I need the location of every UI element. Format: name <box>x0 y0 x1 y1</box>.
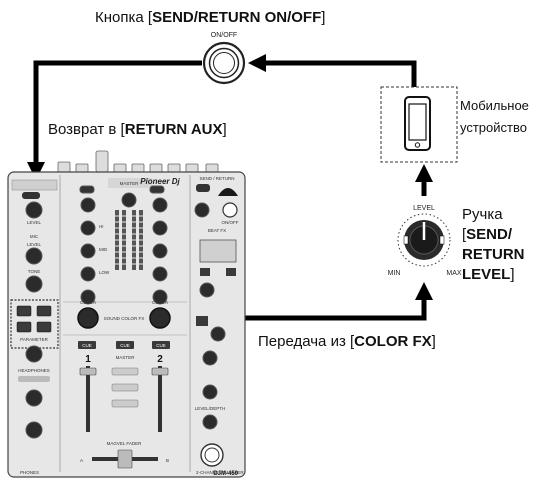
channel-1-number: 1 <box>85 354 91 365</box>
ch1-hi-label: HI <box>99 224 104 229</box>
mic-tone-label: TONE <box>28 269 40 274</box>
beat-fx-label: BEAT FX <box>208 228 226 233</box>
onoff-button[interactable] <box>202 41 246 85</box>
onoff-button-label: Кнопка [SEND/RETURN ON/OFF] <box>95 9 326 26</box>
crossfader-a-label: A <box>80 458 83 463</box>
color-knob-ch2[interactable] <box>149 307 171 329</box>
send-return-section-label: SEND / RETURN <box>199 176 234 181</box>
ch1-mid-label: MID <box>99 247 108 252</box>
arrow-colorfx-to-knob <box>170 282 433 321</box>
send-return-level-knob-label: Ручка [SEND/ RETURN LEVEL] <box>462 206 525 283</box>
mobile-device-label: Мобильное устройство <box>460 98 529 135</box>
djm-450-mixer: LEVEL MIC LEVEL TONE PARAMETER HEADPHONE… <box>7 150 246 478</box>
magvel-fader-label: MAGVEL FADER <box>107 441 143 446</box>
return-aux-label: Возврат в [RETURN AUX] <box>48 121 227 138</box>
knob-min-label: MIN <box>388 270 401 277</box>
arrow-onoff-to-return-aux <box>27 60 202 180</box>
headphones-label: HEADPHONES <box>18 368 50 373</box>
color-label-ch2: COLOR <box>152 300 169 305</box>
arrow-mobile-to-onoff <box>248 54 417 87</box>
model-label: DJM-450 <box>213 471 238 477</box>
sound-color-fx-label: SOUND COLOR FX <box>104 316 145 321</box>
crossfader-knob[interactable] <box>117 449 133 469</box>
ch1-low-label: LOW <box>99 270 110 275</box>
mic-label: MIC <box>30 234 39 239</box>
knob-level-label: LEVEL <box>413 205 435 212</box>
send-return-level-knob[interactable] <box>397 213 451 267</box>
cue-label-ch1: CUE <box>82 343 92 348</box>
master-label-top: MASTER <box>120 181 140 186</box>
phones-label: PHONES <box>20 470 39 475</box>
aux-level-label: LEVEL <box>27 220 42 225</box>
mixer-onoff-label: ON/OFF <box>222 220 239 225</box>
onoff-small-label: ON/OFF <box>211 32 237 39</box>
channel-2-number: 2 <box>157 354 163 365</box>
level-depth-label: LEVEL/DEPTH <box>195 406 226 411</box>
crossfader-b-label: B <box>166 458 169 463</box>
parameter-label: PARAMETER <box>20 337 48 342</box>
arrow-knob-to-mobile <box>415 164 433 196</box>
mixer-subtitle: 2-CHANNEL DJ MIXER <box>196 470 244 475</box>
cue-label-ch2: CUE <box>156 343 166 348</box>
master-label-mid: MASTER <box>116 355 136 360</box>
color-fx-send-label: Передача из [COLOR FX] <box>258 333 436 350</box>
color-label-ch1: COLOR <box>80 300 97 305</box>
mobile-device <box>380 86 458 163</box>
cue-label-master: CUE <box>120 343 130 348</box>
brand-label: Pioneer Dj <box>140 177 180 186</box>
mic-level-label: LEVEL <box>27 242 42 247</box>
color-knob-ch1[interactable] <box>77 307 99 329</box>
knob-max-label: MAX <box>446 270 462 277</box>
